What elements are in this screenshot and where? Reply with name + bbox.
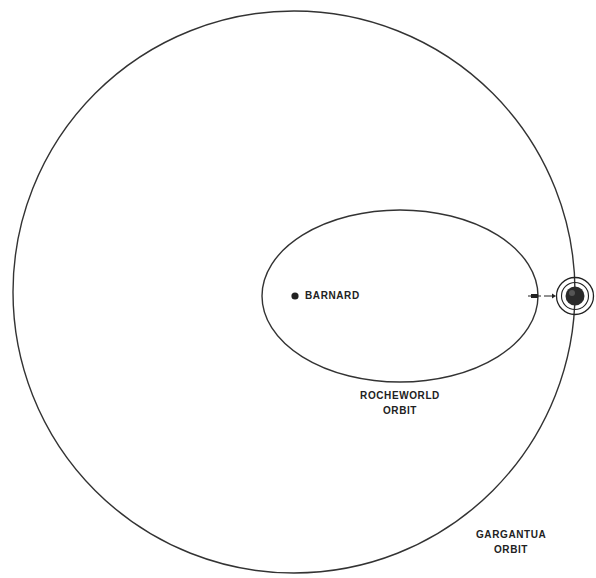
rocheworld-marker [528,294,541,298]
barnard-star [291,292,298,299]
gargantua-orbit [13,11,575,573]
planet-disc [566,287,585,306]
arrow-head [552,294,556,299]
orbit-label: ROCHEWORLD ORBIT [360,389,440,418]
rocheworld-orbit [262,210,538,382]
gargantua-planet [557,278,594,315]
direction-arrow [544,294,556,299]
inner-ring [562,283,589,310]
planet-highlight [569,290,575,296]
orbit-label: GARGANTUA ORBIT [476,528,546,557]
outer-ring [557,278,594,315]
rocheworld-tick [528,296,541,297]
arrow-shaft [544,296,552,297]
star-label: BARNARD [305,289,360,304]
